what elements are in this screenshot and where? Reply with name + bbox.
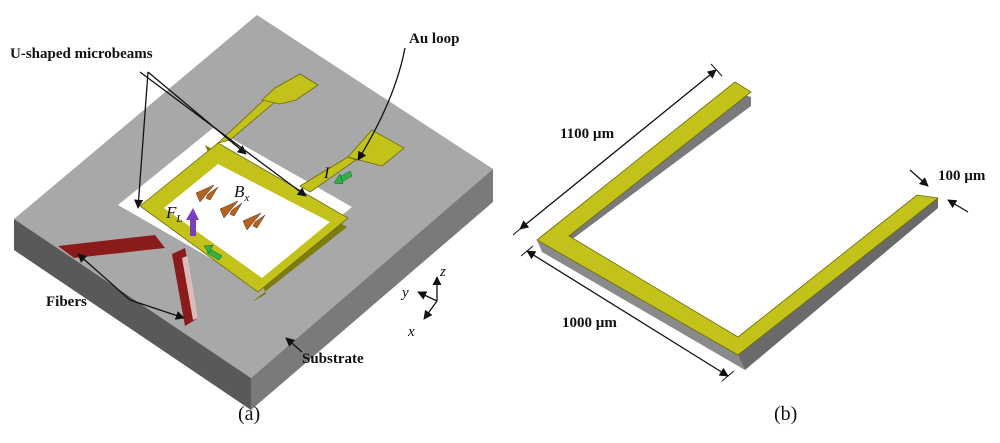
- fibers: [58, 235, 198, 326]
- caption-a: (a): [238, 403, 260, 425]
- dim-1100-label: 1100 µm: [560, 126, 615, 142]
- au-loop-label: Au loop: [409, 31, 459, 47]
- current-label: I: [323, 165, 330, 182]
- dim-100-label: 100 µm: [938, 168, 986, 184]
- force-label: FL: [165, 203, 183, 225]
- lorentz-force-arrow: [186, 208, 199, 236]
- panel-a: z y x U-shaped microbeams Au loop I Bx F…: [10, 15, 493, 425]
- u-microbeams-label: U-shaped microbeams: [10, 46, 153, 62]
- field-arrows: [195, 184, 266, 231]
- current-arrows: [203, 170, 353, 261]
- fiber-left: [58, 235, 165, 258]
- dim-1000-label: 1000 µm: [562, 315, 617, 331]
- axis-triad: z y x: [400, 264, 446, 340]
- dim-1100-line: [519, 69, 717, 230]
- axis-x-label: x: [407, 324, 415, 340]
- field-label: Bx: [234, 182, 249, 204]
- beam-side: [537, 240, 745, 370]
- dim-100-arrow-a: [909, 169, 929, 187]
- axis-y-label: y: [400, 285, 409, 301]
- dim-100-arrow-b: [947, 199, 969, 213]
- caption-b: (b): [774, 403, 797, 425]
- axis-z-label: z: [439, 264, 446, 280]
- dim-1000-line: [526, 250, 729, 377]
- panel-b: 1100 µm 1000 µm 100 µm (b): [512, 63, 986, 425]
- fibers-label: Fibers: [46, 294, 87, 310]
- substrate-label: Substrate: [302, 351, 364, 367]
